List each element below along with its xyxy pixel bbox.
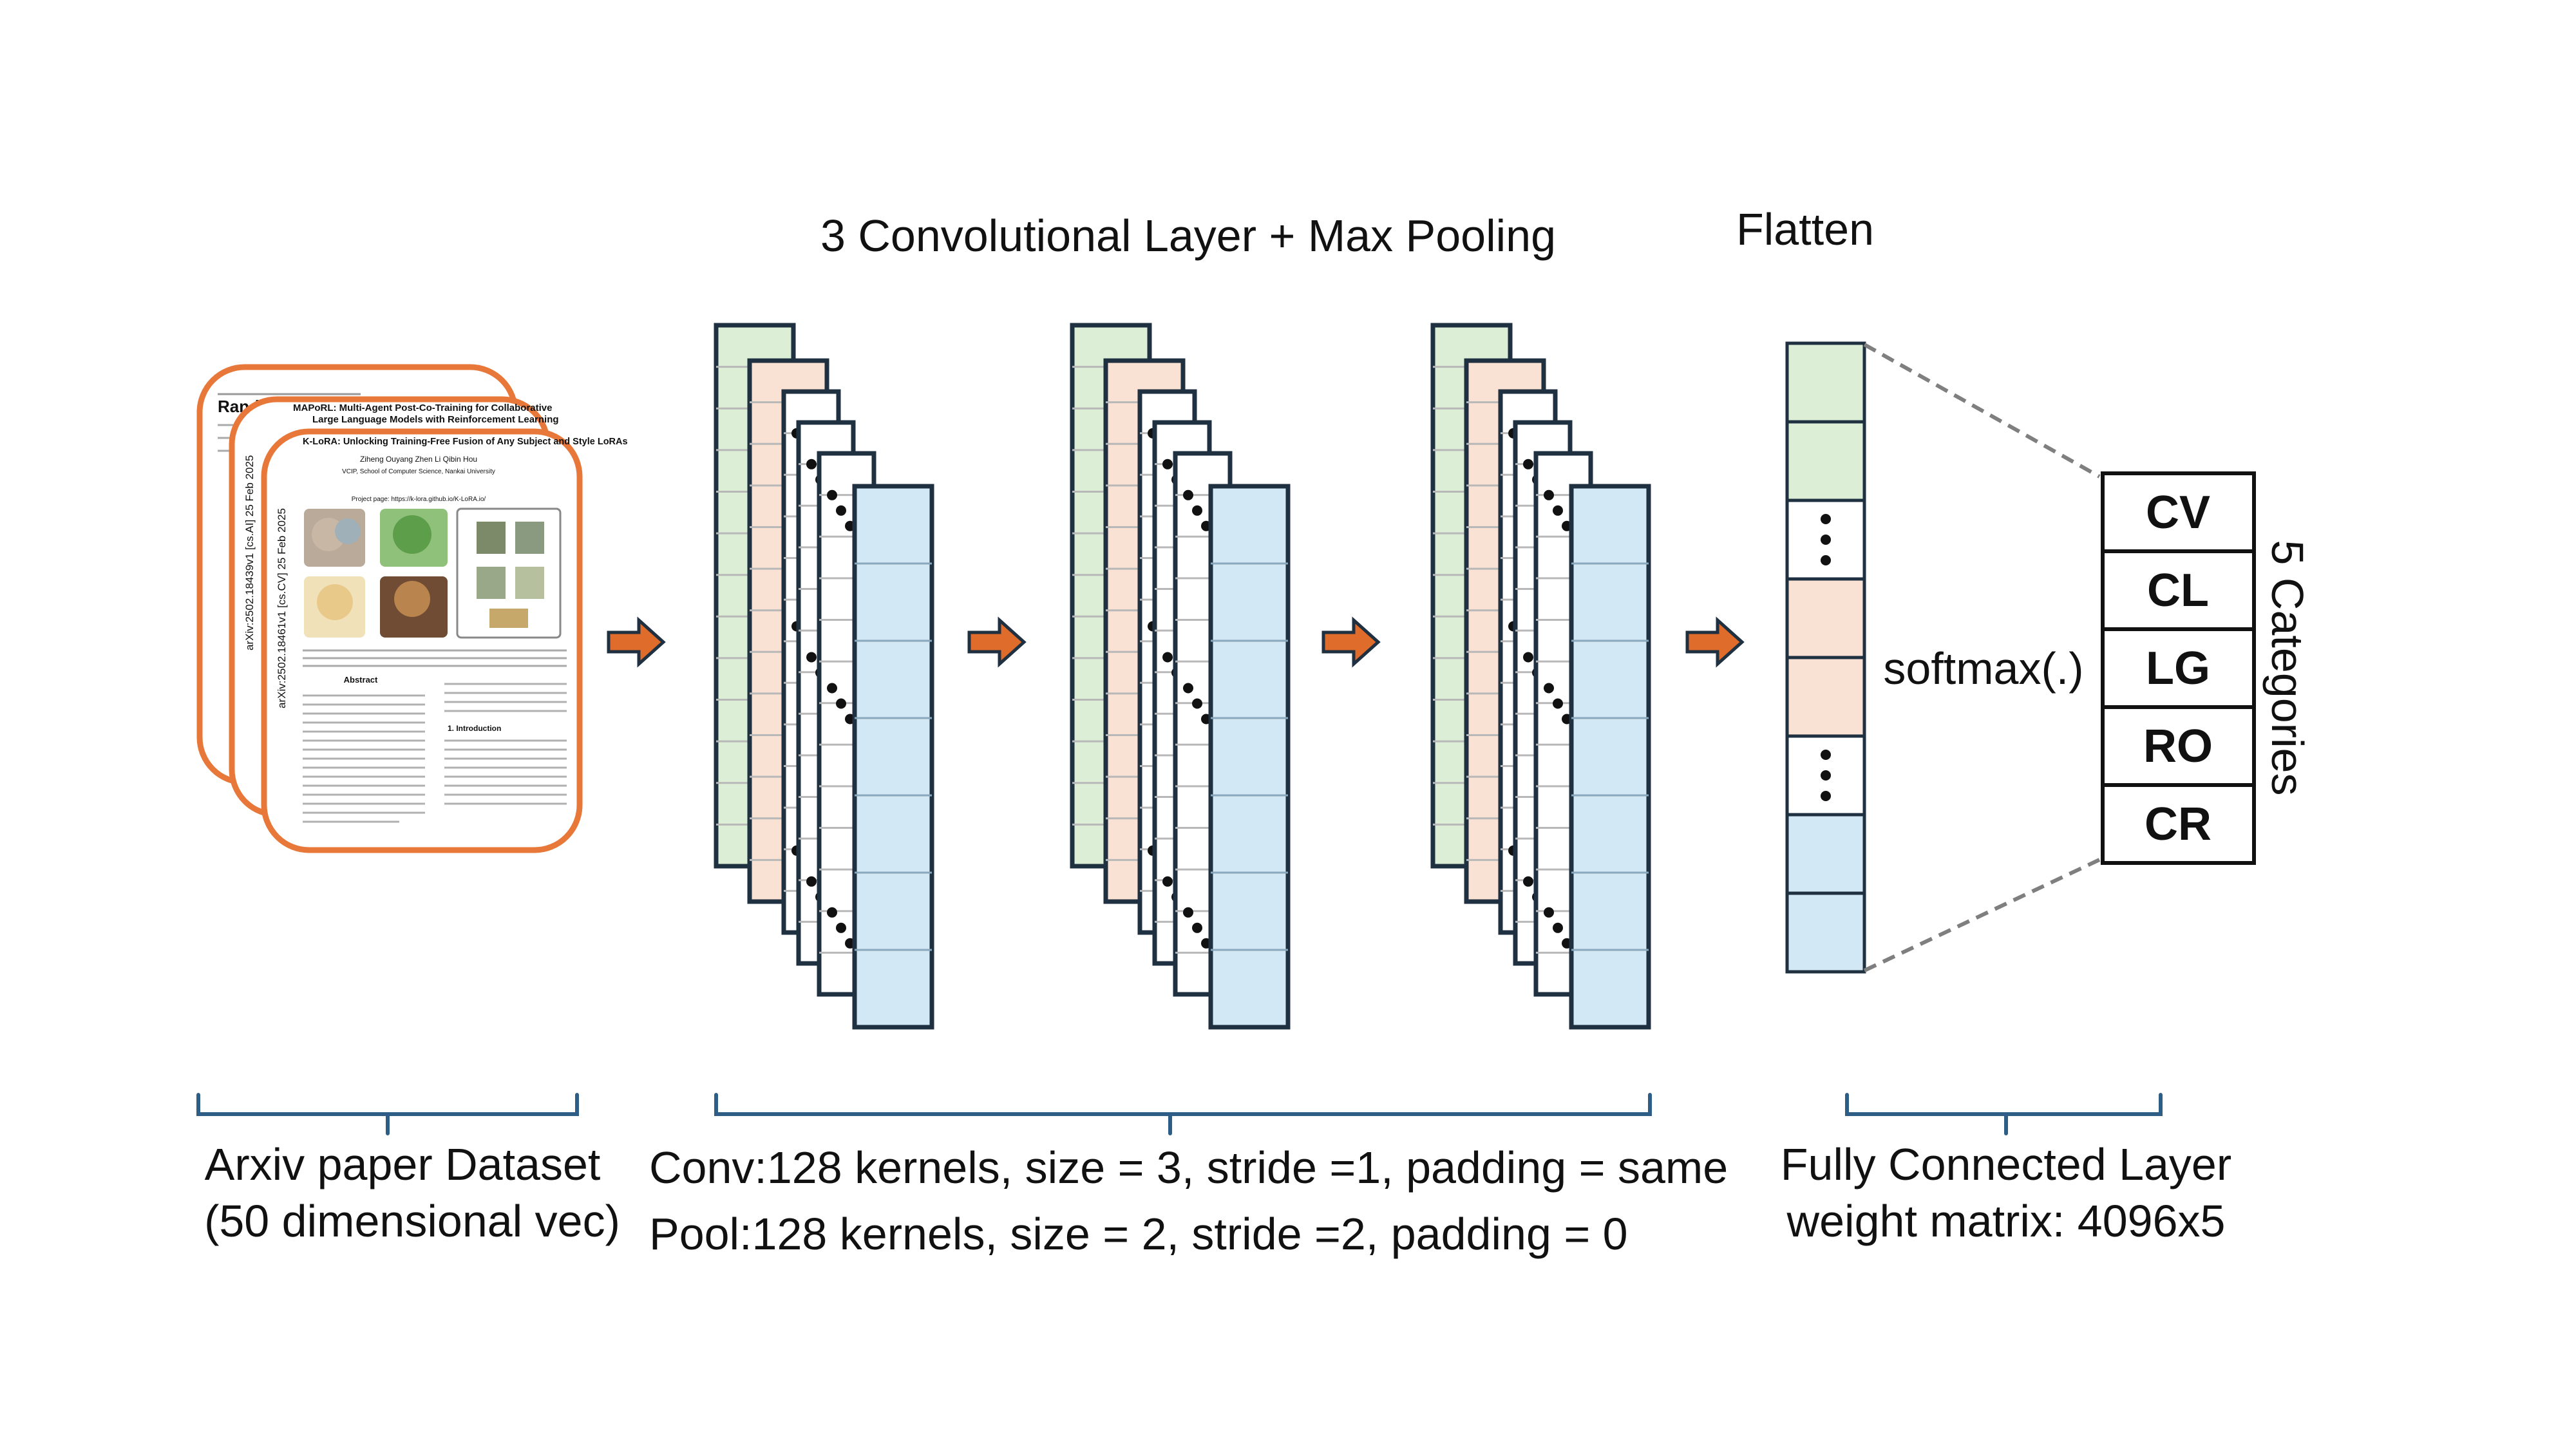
- flatten-cell: [1785, 813, 1866, 895]
- flow-arrows: [607, 616, 1745, 668]
- arrow-right-icon: [607, 616, 666, 668]
- dataset-label-line2: (50 dimensional vec): [204, 1196, 620, 1246]
- brace-conv: [714, 1093, 1652, 1135]
- conv-blocks: [714, 323, 1651, 1030]
- dot: [836, 922, 846, 933]
- paper-front-text-lines: [303, 683, 567, 823]
- paper-middle-title-2: Large Language Models with Reinforcement…: [312, 414, 559, 425]
- braces: [196, 1093, 2163, 1135]
- dot: [1523, 652, 1533, 663]
- dot: [1544, 683, 1554, 694]
- flatten-cell: [1785, 891, 1866, 974]
- category-cr: CR: [2145, 799, 2211, 850]
- dot: [806, 652, 817, 663]
- paper-front-affil: VCIP, School of Computer Science, Nankai…: [342, 468, 495, 475]
- arrow-right-icon: [967, 616, 1027, 668]
- conv-block-1: [714, 323, 934, 1030]
- feature-map: [852, 484, 934, 1030]
- dataset-label-line1: Arxiv paper Dataset: [205, 1139, 601, 1189]
- dot: [1162, 652, 1173, 663]
- arrow-right-icon: [1685, 616, 1745, 668]
- dot: [1544, 907, 1554, 918]
- conv-block-2: [1070, 323, 1291, 1030]
- fc-desc-line2: weight matrix: 4096x5: [1786, 1196, 2226, 1246]
- paper-middle-side-text: arXiv:2502.18439v1 [cs.AI] 25 Feb 2025: [243, 455, 256, 650]
- dot: [1183, 489, 1193, 500]
- fc-connectors: [1863, 343, 2101, 972]
- dot: [1523, 876, 1533, 887]
- flatten-vector: [1785, 341, 1866, 974]
- dot: [1192, 922, 1202, 933]
- paper-front-abstract-heading: Abstract: [344, 675, 378, 685]
- category-lg: LG: [2146, 643, 2210, 694]
- paper-figure: [304, 507, 562, 639]
- dot: [806, 459, 817, 469]
- dot: [836, 505, 846, 516]
- category-box: CV CL LG RO CR: [2101, 471, 2256, 865]
- category-cl: CL: [2147, 565, 2209, 616]
- category-ro: RO: [2143, 721, 2213, 772]
- diagram-title: 3 Convolutional Layer + Max Pooling: [820, 211, 1556, 261]
- categories-title: 5 Categories: [2262, 540, 2313, 796]
- dot: [806, 876, 817, 887]
- dot: [1192, 698, 1202, 709]
- conv-block-3: [1430, 323, 1651, 1030]
- paper-middle-title: MAPoRL: Multi-Agent Post-Co-Training for…: [293, 402, 552, 413]
- flatten-cell: [1785, 420, 1866, 502]
- paper-front-title: K-LoRA: Unlocking Training-Free Fusion o…: [303, 437, 628, 447]
- flatten-label: Flatten: [1736, 204, 1874, 254]
- arrow-right-icon: [1321, 616, 1381, 668]
- category-cv: CV: [2146, 487, 2210, 538]
- feature-map: [1208, 484, 1291, 1030]
- dot: [836, 698, 846, 709]
- ellipsis-icon: [1821, 750, 1831, 801]
- flatten-cell: [1785, 341, 1866, 424]
- feature-map: [1569, 484, 1651, 1030]
- dot: [1162, 459, 1173, 469]
- dot: [1192, 505, 1202, 516]
- dot: [1523, 459, 1533, 469]
- dot: [1553, 505, 1563, 516]
- dot: [1183, 907, 1193, 918]
- paper-front: K-LoRA: Unlocking Training-Free Fusion o…: [261, 428, 628, 853]
- brace-dataset: [196, 1093, 579, 1135]
- dot: [827, 907, 837, 918]
- dot: [1544, 489, 1554, 500]
- dot: [1553, 922, 1563, 933]
- conv-desc-line1: Conv:128 kernels, size = 3, stride =1, p…: [649, 1142, 1728, 1193]
- dot: [1183, 683, 1193, 694]
- ellipsis-icon: [1821, 514, 1831, 565]
- fc-desc-line1: Fully Connected Layer: [1781, 1139, 2231, 1189]
- softmax-label: softmax(.): [1883, 643, 2083, 694]
- flatten-cell: [1785, 577, 1866, 659]
- dot: [827, 489, 837, 500]
- paper-stack: Random MAPoRL: Multi-Agent Post-Co-Train…: [196, 364, 628, 853]
- paper-front-intro-heading: 1. Introduction: [448, 724, 501, 733]
- paper-front-side-text: arXiv:2502.18461v1 [cs.CV] 25 Feb 2025: [276, 508, 288, 708]
- conv-desc-line2: Pool:128 kernels, size = 2, stride =2, p…: [649, 1209, 1628, 1259]
- dot: [1162, 876, 1173, 887]
- dot: [827, 683, 837, 694]
- flatten-cell: [1785, 656, 1866, 738]
- dot: [1553, 698, 1563, 709]
- paper-front-project: Project page: https://k-lora.github.io/K…: [352, 496, 486, 503]
- brace-fc: [1845, 1093, 2163, 1135]
- paper-front-authors: Ziheng Ouyang Zhen Li Qibin Hou: [360, 455, 477, 464]
